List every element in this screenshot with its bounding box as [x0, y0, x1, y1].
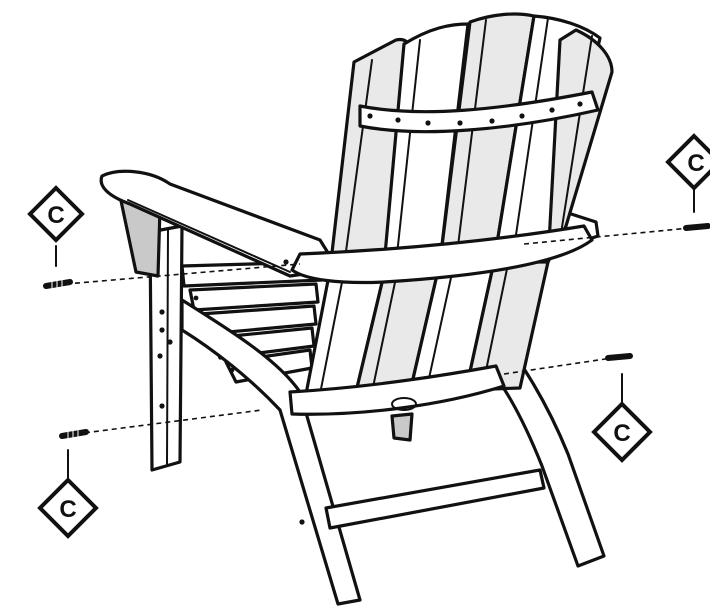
left-seat-stringer — [180, 298, 362, 606]
callout-right-lower-label: C — [613, 420, 630, 447]
back-slats — [304, 12, 614, 396]
middle-back-brace — [290, 224, 594, 285]
screw-left-upper — [43, 279, 73, 289]
screw-right-lower — [605, 353, 633, 361]
callout-left-lower-label: C — [59, 496, 76, 523]
top-back-brace — [358, 90, 600, 134]
callout-left-upper: C — [27, 185, 85, 267]
callout-left-upper-label: C — [47, 202, 64, 229]
callout-right-lower: C — [591, 373, 653, 463]
front-cross-rail — [324, 468, 546, 530]
screw-right-upper — [683, 223, 710, 231]
callout-right-upper-label: C — [687, 150, 704, 177]
left-front-leg — [148, 224, 184, 472]
lower-back-brace — [288, 364, 506, 442]
callout-left-lower: C — [37, 449, 99, 539]
alignment-lines — [65, 227, 691, 435]
callout-right-upper: C — [665, 133, 710, 213]
screw-left-lower — [59, 429, 89, 439]
